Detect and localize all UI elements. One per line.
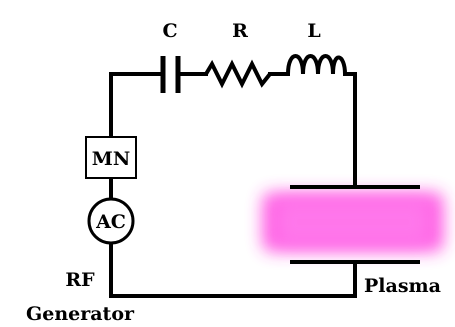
inductor-label: L	[307, 20, 320, 42]
matching-network-box	[85, 136, 137, 179]
ac-source-label: AC	[95, 211, 126, 233]
resistor-symbol	[204, 59, 272, 89]
rf-label: RF	[65, 269, 95, 291]
capacitor-label: C	[162, 20, 177, 42]
resistor-label: R	[232, 20, 248, 42]
matching-network-label: MN	[92, 148, 130, 170]
ac-source-circle	[87, 197, 135, 245]
plasma-glow	[262, 192, 444, 252]
inductor-symbol	[286, 54, 347, 75]
wire-top-right	[343, 72, 357, 189]
circuit-wires	[109, 72, 357, 298]
wire-bottom	[109, 241, 357, 298]
plasma-label: Plasma	[364, 275, 441, 297]
generator-label: Generator	[26, 303, 135, 325]
wire-top-left	[109, 72, 163, 139]
capacitor-symbol	[160, 56, 181, 93]
